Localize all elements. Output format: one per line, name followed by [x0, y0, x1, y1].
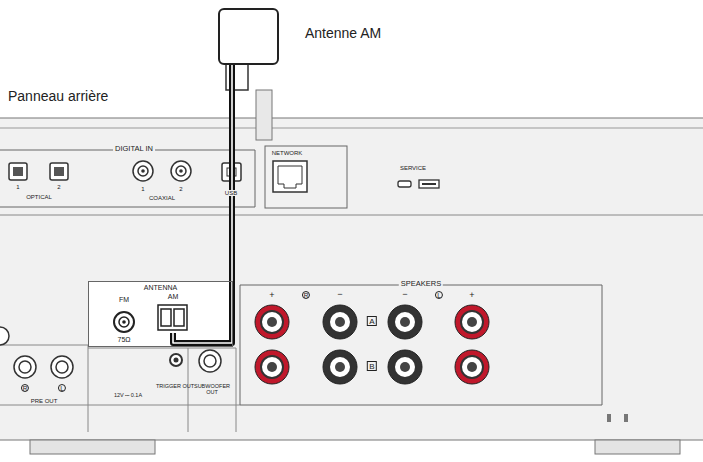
foot — [30, 440, 155, 454]
port-label: TRIGGER OUT — [155, 384, 195, 390]
cable-core — [173, 65, 232, 343]
panel-title: Panneau arrière — [8, 89, 108, 104]
fm-jack — [114, 312, 134, 332]
port-label: NETWORK — [272, 150, 303, 156]
node-label: ANTENNA — [144, 284, 177, 291]
port-label: COAXIAL — [149, 195, 175, 201]
port-label: − — [402, 290, 407, 299]
port-label: PRE OUT — [31, 398, 58, 404]
antenna-box: Antenne AM — [218, 8, 279, 65]
foot — [595, 440, 680, 454]
port-label: 1 — [16, 184, 19, 190]
antenna-cable — [173, 65, 232, 343]
port-label: − — [337, 290, 342, 299]
subwoofer-jack — [199, 350, 221, 372]
port-label: SUBWOOFER OUT — [192, 384, 232, 396]
antenna-stand — [256, 90, 272, 140]
node-label: AM — [168, 293, 179, 300]
group-title: DIGITAL IN — [113, 145, 155, 153]
pre-out-jack — [14, 356, 73, 378]
port-label: SERVICE — [400, 165, 426, 171]
port-label: OPTICAL — [26, 194, 52, 200]
port-label: 2 — [179, 186, 182, 192]
service-port — [419, 180, 439, 188]
port-label: FM — [119, 296, 129, 303]
port-label: 75Ω — [117, 336, 130, 343]
service-port — [398, 181, 411, 187]
node-label: Antenne AM — [305, 26, 381, 41]
am-terminal — [158, 305, 187, 330]
coaxial-jack — [133, 161, 191, 181]
port-label: USB — [223, 190, 239, 196]
am-terminal-box: AM — [157, 293, 189, 333]
port-label: + — [269, 291, 274, 300]
port-label: SPEAKERS — [399, 280, 443, 288]
optical-jack — [9, 163, 27, 180]
antenna-cable-group — [173, 65, 232, 343]
port-label: 1 — [141, 186, 144, 192]
speaker-terminals — [255, 305, 489, 384]
port-label: A — [367, 316, 377, 326]
port-label: B — [367, 361, 377, 371]
antenna-panel: ANTENNA AM — [88, 281, 233, 347]
trigger-jack — [170, 354, 182, 366]
port-label: 12V ⎓ 0.1A — [114, 393, 142, 399]
port-label: 2 — [57, 184, 60, 190]
optical-jack — [50, 163, 68, 180]
chassis — [0, 118, 703, 440]
speakers-frame — [240, 285, 602, 405]
digital-in-frame — [0, 150, 255, 207]
network-frame — [265, 146, 347, 208]
network-port — [273, 161, 307, 192]
port-label: + — [469, 291, 474, 300]
